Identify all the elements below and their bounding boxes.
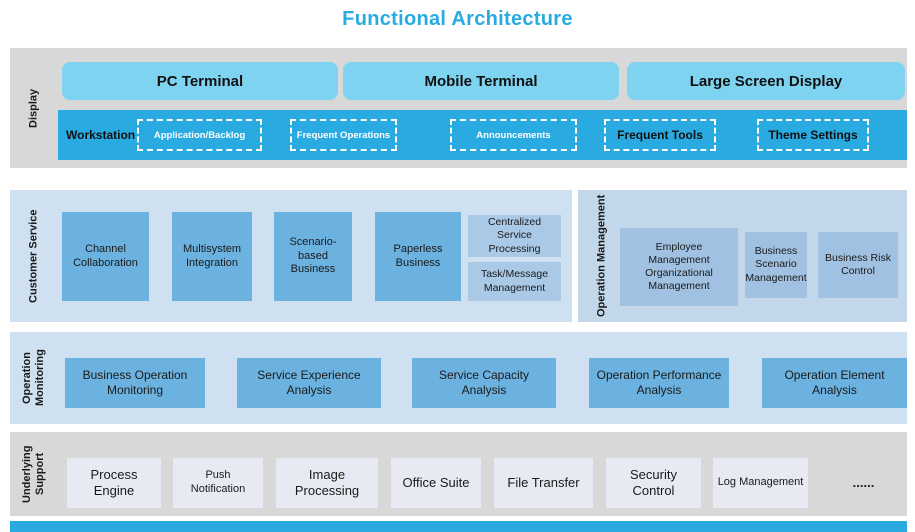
underlying-support-band: Underlying Support Process Engine Push N… [10,432,907,516]
box-operation-performance-analysis: Operation Performance Analysis [589,358,729,408]
box-log-management: Log Management [713,458,808,508]
box-process-engine: Process Engine [67,458,161,508]
operation-monitoring-band: Operation Monitoring Business Operation … [10,332,907,424]
box-scenario-based-business: Scenario-based Business [274,212,352,301]
box-centralized-service-processing: Centralized Service Processing [468,215,561,257]
box-business-risk-control: Business Risk Control [818,232,898,298]
operation-management-band: Operation Management Employee Management… [578,190,907,322]
box-security-control: Security Control [606,458,701,508]
workstation-label: Workstation [66,128,136,142]
box-multisystem-integration: Multisystem Integration [172,212,252,301]
terminal-box-pc: PC Terminal [62,62,338,100]
box-task-message-management: Task/Message Management [468,262,561,301]
customer-service-band-label: Customer Service [27,209,40,303]
bottom-accent-bar [10,521,907,532]
box-paperless-business: Paperless Business [375,212,461,301]
box-employee-organizational-management: Employee Management Organizational Manag… [620,228,738,306]
display-band-label: Display [27,88,40,128]
workstation-item-announcements: Announcements [450,119,577,151]
box-service-capacity-analysis: Service Capacity Analysis [412,358,556,408]
box-business-operation-monitoring: Business Operation Monitoring [65,358,205,408]
workstation-item-frequent-tools: Frequent Tools [604,119,716,151]
box-push-notification: Push Notification [173,458,263,508]
workstation-bar: Workstation Application/Backlog Frequent… [58,110,907,160]
underlying-support-band-label: Underlying Support [20,445,46,503]
customer-service-band: Customer Service Channel Collaboration M… [10,190,572,322]
box-channel-collaboration: Channel Collaboration [62,212,149,301]
terminal-box-large-screen: Large Screen Display [627,62,905,100]
box-office-suite: Office Suite [391,458,481,508]
workstation-item-frequent-operations: Frequent Operations [290,119,397,151]
box-operation-element-analysis: Operation Element Analysis [762,358,907,408]
box-image-processing: Image Processing [276,458,378,508]
box-file-transfer: File Transfer [494,458,593,508]
box-business-scenario-management: Business Scenario Management [745,232,807,298]
terminal-box-mobile: Mobile Terminal [343,62,619,100]
box-service-experience-analysis: Service Experience Analysis [237,358,381,408]
operation-monitoring-band-label: Operation Monitoring [20,349,46,407]
operation-management-band-label: Operation Management [595,194,608,318]
box-more-ellipsis: ...... [852,474,875,490]
display-band: Display PC Terminal Mobile Terminal Larg… [10,48,907,168]
page-title: Functional Architecture [342,8,573,30]
workstation-item-theme-settings: Theme Settings [757,119,869,151]
workstation-item-application-backlog: Application/Backlog [137,119,262,151]
